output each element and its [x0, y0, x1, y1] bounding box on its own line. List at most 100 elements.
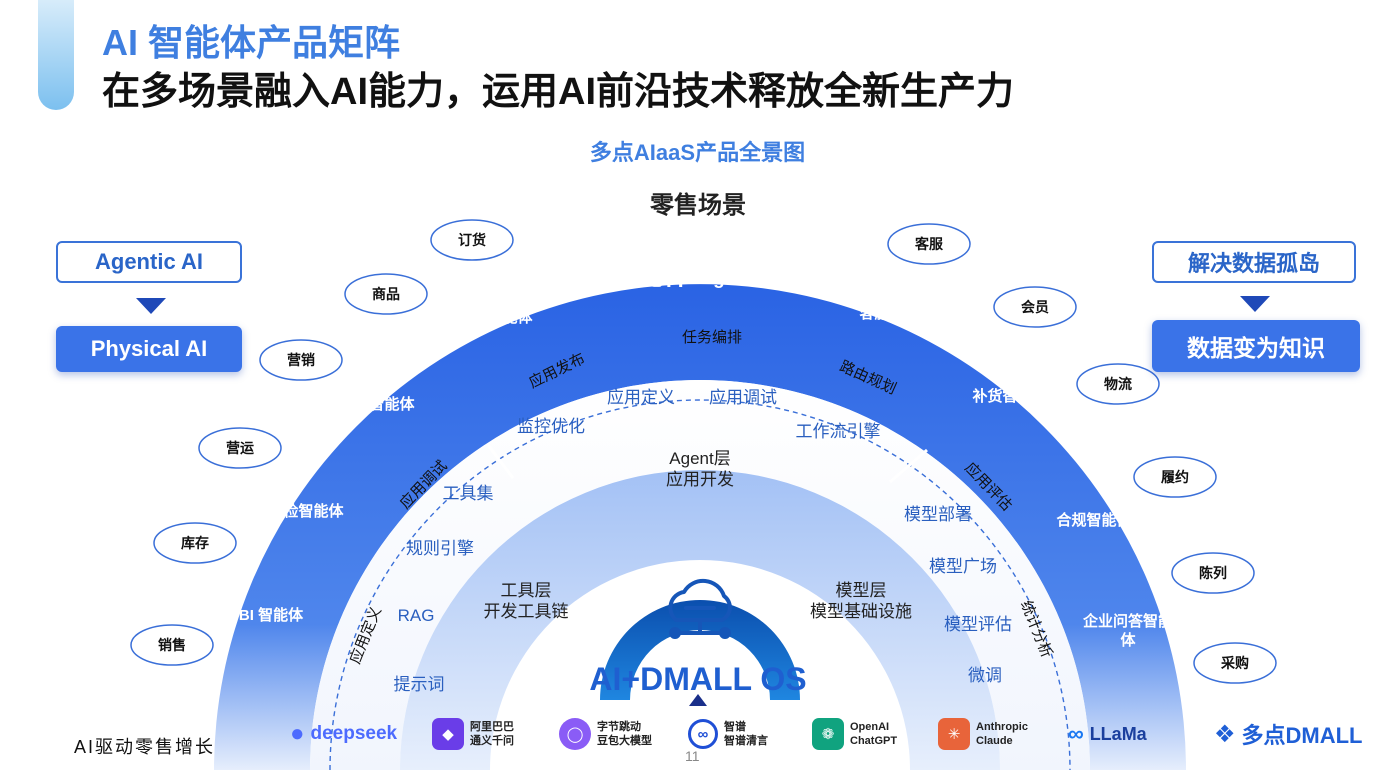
inner-band: [400, 470, 1000, 770]
scenario-bubble-label: 营销: [287, 352, 315, 368]
zhipu-icon: ∞: [688, 719, 718, 749]
agentic-ai-box-label: Agentic AI: [95, 249, 203, 274]
outer-arc-band: [214, 284, 1186, 770]
logo-dmall: ❖ 多点DMALL: [1214, 714, 1363, 754]
data-to-knowledge-box-label: 数据变为知识: [1187, 335, 1325, 361]
agent-label: 客服智能体: [858, 304, 935, 322]
tongyi-icon: ◆: [432, 718, 464, 750]
os-pointer-icon: [689, 694, 707, 706]
scenario-bubble-outline: [259, 339, 343, 381]
scenario-bubble-outline: [1076, 363, 1160, 405]
scene-label: 零售场景: [649, 191, 746, 219]
scenario-bubble-outline: [1193, 642, 1277, 684]
openai-icon: ❁: [812, 718, 844, 750]
right-arrow-down-icon: [1240, 296, 1270, 312]
doubao-icon: ◯: [559, 718, 591, 750]
scenario-bubble-label: 库存: [181, 535, 209, 551]
scenario-bubble: 采购: [1193, 642, 1277, 684]
inner-band-labels: 应用定义应用调试监控优化工具集规则引擎RAG提示词工作流引擎模型部署模型广场模型…: [394, 388, 1013, 694]
core-arc: [600, 600, 800, 700]
scenario-bubble-label: 营运: [226, 440, 254, 456]
physical-ai-box-label: Physical AI: [90, 336, 208, 361]
agent-labels: BI 智能体巡检智能体促销智能体出清智能体客服智能体补货智能体合规智能体企业问答…: [239, 304, 1173, 649]
logo-zhipu-line1: 智谱: [724, 721, 746, 733]
inner-band-left-item: 规则引擎: [406, 539, 474, 558]
os-title: AI+DMALL OS: [589, 661, 806, 697]
outer-arc-title: 智能体 Agentic AI: [607, 259, 792, 290]
inner-band-divider-right: [889, 448, 928, 484]
scenario-bubble-label: 物流: [1104, 376, 1132, 392]
agent-label: 补货智能体: [971, 387, 1048, 405]
logo-deepseek-name: deepseek: [310, 723, 398, 744]
meta-icon: ∞: [1068, 721, 1084, 746]
scenario-bubble-label: 客服: [914, 236, 944, 252]
inner-band-right-item: 模型评估: [944, 615, 1012, 634]
cloud-node-icon: [668, 578, 732, 639]
scenario-bubble-outline: [887, 223, 971, 265]
scenario-bubble: 营销: [259, 339, 343, 381]
agent-label-line2: 体: [1120, 631, 1136, 649]
data-to-knowledge-box: 数据变为知识: [1152, 320, 1360, 372]
scenario-bubble-label: 采购: [1220, 655, 1249, 671]
scenario-bubble: 会员: [993, 286, 1077, 328]
outer-arc-title-cn: 智能体: [607, 259, 692, 290]
agent-layer-label: Agent层: [669, 449, 730, 468]
logo-tongyi-line2: 通义千问: [470, 735, 514, 747]
model-layer-label: 模型层: [836, 581, 887, 600]
logo-doubao-line2: 豆包大模型: [597, 735, 652, 747]
footer-slogan: AI驱动零售增长: [74, 737, 216, 757]
inner-band-right-item: 模型广场: [929, 557, 997, 576]
tool-layer-label: 开发工具链: [484, 602, 569, 621]
physical-ai-box: Physical AI: [56, 326, 242, 372]
inner-band-left-item: 监控优化: [517, 417, 585, 436]
logo-zhipu: ∞ 智谱智谱清言: [688, 714, 768, 754]
inner-band-right-item: 微调: [968, 666, 1002, 685]
logo-dmall-name: 多点DMALL: [1241, 723, 1363, 748]
agentic-ai-box: Agentic AI: [56, 241, 242, 283]
inner-band-right-item: 工作流引擎: [796, 422, 881, 441]
logo-tongyi: ◆ 阿里巴巴通义千问: [432, 714, 514, 754]
logo-doubao: ◯ 字节跳动豆包大模型: [559, 714, 652, 754]
logo-llama: ∞ LLaMa: [1068, 714, 1147, 754]
accent-bar: [38, 0, 74, 110]
scenario-bubble: 销售: [130, 624, 214, 666]
inner-band-top-item: 应用调试: [709, 388, 777, 407]
page-number: 11: [685, 748, 700, 764]
scenario-bubble-outline: [198, 427, 282, 469]
whale-icon: ●: [290, 720, 305, 747]
scenario-bubble-outline: [430, 219, 514, 261]
logo-zhipu-line2: 智谱清言: [724, 735, 768, 747]
scenario-bubble-label: 商品: [372, 286, 400, 302]
data-silo-box-label: 解决数据孤岛: [1187, 251, 1320, 276]
outer-arc-title-en: Agentic AI: [699, 268, 792, 289]
anthropic-icon: ✳: [938, 718, 970, 750]
inner-band-left-item: 工具集: [443, 484, 494, 503]
agent-label: 企业问答智能体: [1082, 612, 1173, 649]
logo-llama-name: LLaMa: [1089, 723, 1147, 744]
scenario-bubble: 陈列: [1171, 552, 1255, 594]
scenario-bubble-outline: [1171, 552, 1255, 594]
logo-anthropic-line1: Anthropic: [976, 721, 1028, 733]
agent-label: 促销智能体: [338, 395, 415, 413]
logo-doubao-line1: 字节跳动: [597, 721, 641, 733]
logo-anthropic-line2: Claude: [976, 735, 1013, 747]
mid-ring-label: 任务编排: [682, 329, 742, 346]
scenario-bubble-outline: [993, 286, 1077, 328]
page-subtitle: 在多场景融入AI能力，运用AI前沿技术释放全新生产力: [102, 71, 1015, 113]
dmall-icon: ❖: [1214, 720, 1236, 748]
logo-tongyi-line1: 阿里巴巴: [470, 721, 514, 733]
scenario-bubble: 物流: [1076, 363, 1160, 405]
agent-label-line1: 企业问答智能: [1082, 612, 1173, 630]
diagram-caption: 多点AIaaS产品全景图: [589, 140, 806, 165]
scenario-bubble: 库存: [153, 522, 237, 564]
agent-layer-label: 应用开发: [666, 470, 734, 489]
scenario-bubble: 营运: [198, 427, 282, 469]
scenario-bubble-outline: [1133, 456, 1217, 498]
data-silo-box: 解决数据孤岛: [1152, 241, 1356, 283]
left-arrow-down-icon: [136, 298, 166, 314]
scenario-bubble-label: 陈列: [1199, 565, 1227, 581]
